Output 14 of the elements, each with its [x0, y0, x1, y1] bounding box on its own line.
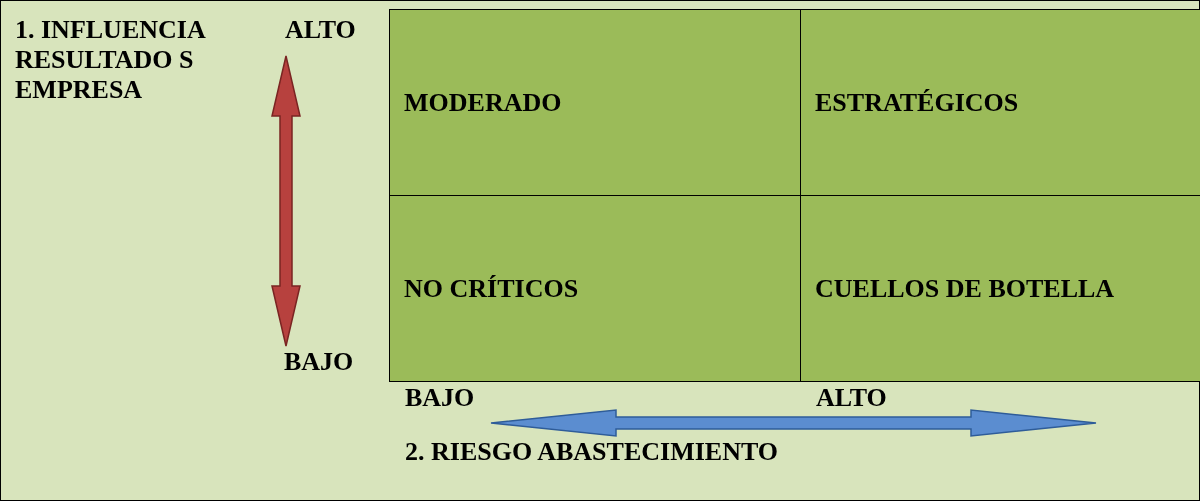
axis-title: 2. RIESGO ABASTECIMIENTO: [405, 437, 778, 467]
quadrant-title: NO CRÍTICOS: [404, 273, 579, 304]
quadrant-cell: [800, 195, 1200, 382]
quadrant-cell: [389, 9, 801, 196]
quadrant-title: MODERADO: [404, 87, 562, 118]
scale-label: ALTO: [816, 383, 887, 413]
quadrant-title: CUELLOS DE BOTELLA: [815, 273, 1115, 304]
scale-label: ALTO: [285, 15, 356, 45]
quadrant-cell: [800, 9, 1200, 196]
quadrant-cell: [389, 195, 801, 382]
scale-label: BAJO: [284, 347, 354, 377]
axis-title: 1. INFLUENCIA RESULTADO S EMPRESA: [15, 15, 206, 105]
quadrant-title: ESTRATÉGICOS: [815, 87, 1019, 118]
scale-label: BAJO: [405, 383, 475, 413]
